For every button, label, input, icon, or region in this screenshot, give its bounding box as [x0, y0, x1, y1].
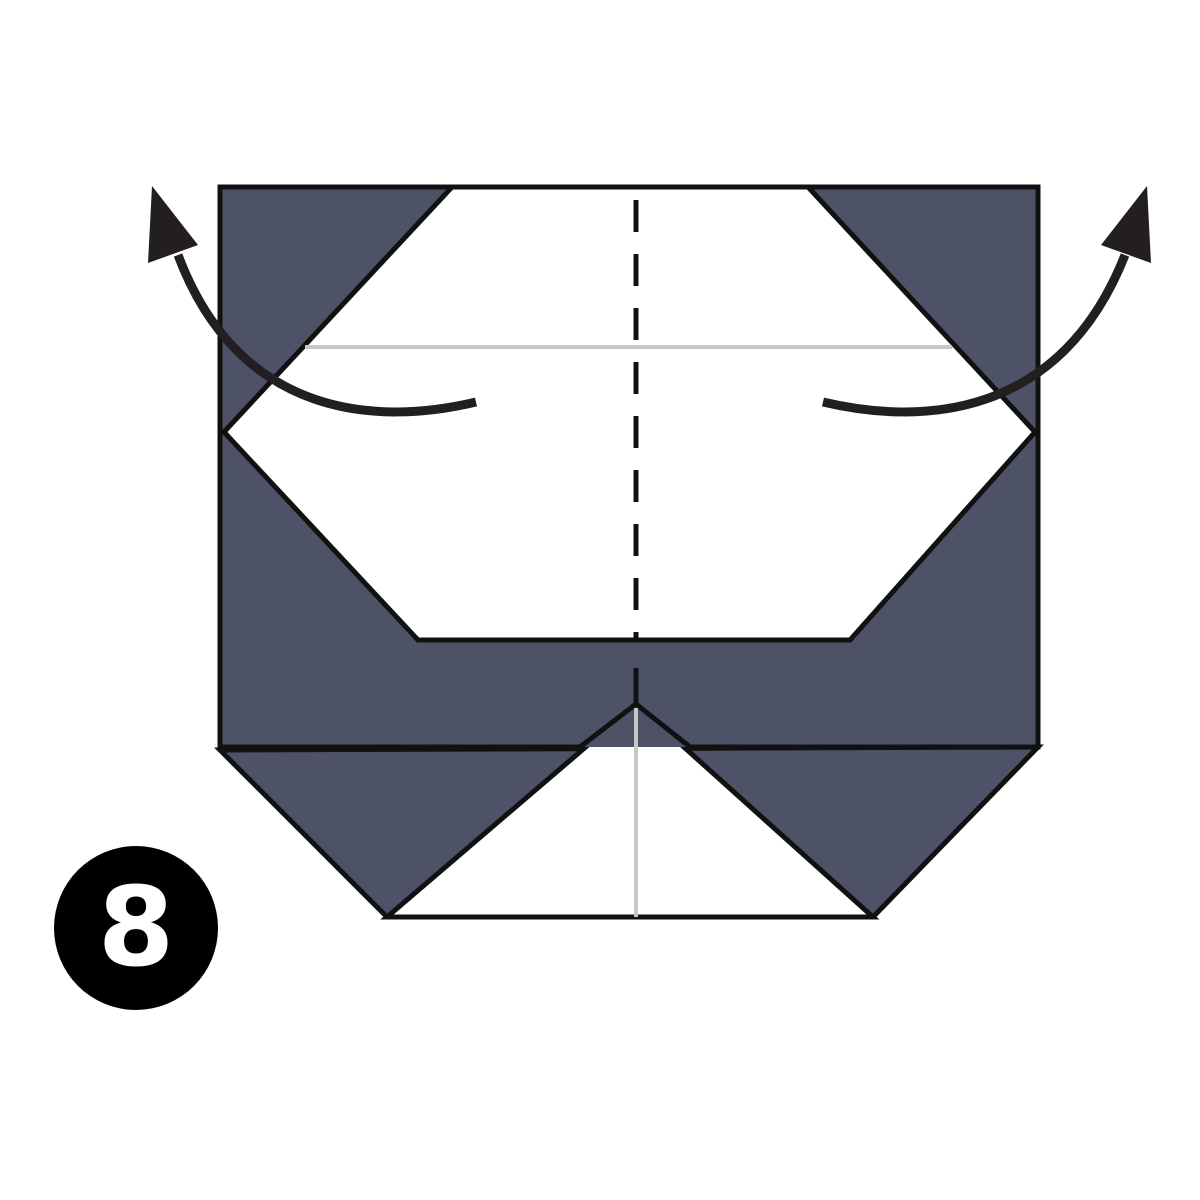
step-number-badge: [54, 846, 218, 1010]
curved-arrow-up-left-icon: [148, 186, 478, 417]
step-number: 8: [98, 863, 175, 991]
curved-arrow-up-right-icon: [821, 186, 1151, 417]
white-hexagon-flap: [220, 184, 1039, 643]
bottom-white-triangle: [380, 700, 880, 920]
